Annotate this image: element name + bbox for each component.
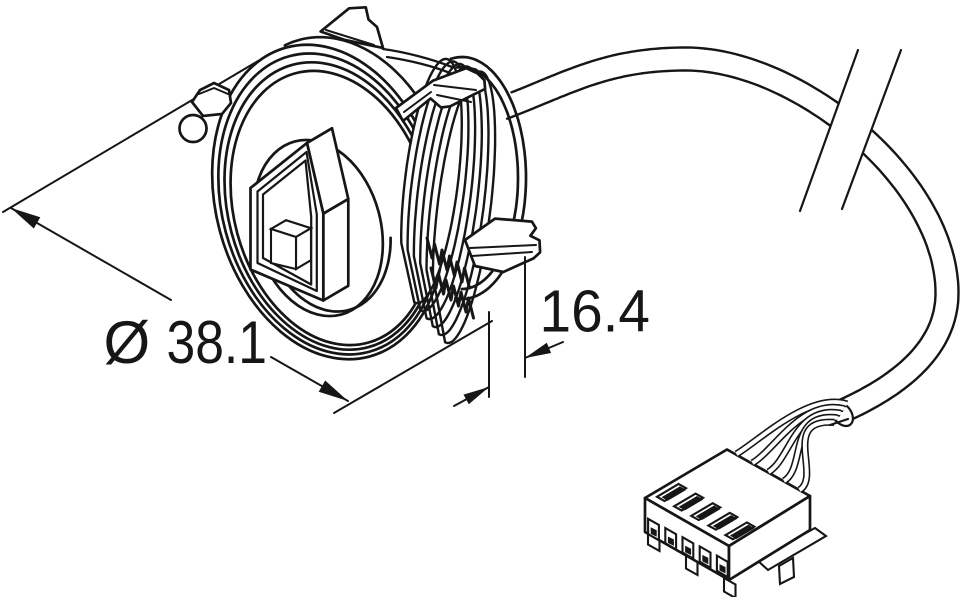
svg-text:16.4: 16.4	[540, 279, 651, 345]
svg-text:38.1: 38.1	[167, 309, 268, 376]
svg-text:Ø: Ø	[104, 309, 151, 376]
